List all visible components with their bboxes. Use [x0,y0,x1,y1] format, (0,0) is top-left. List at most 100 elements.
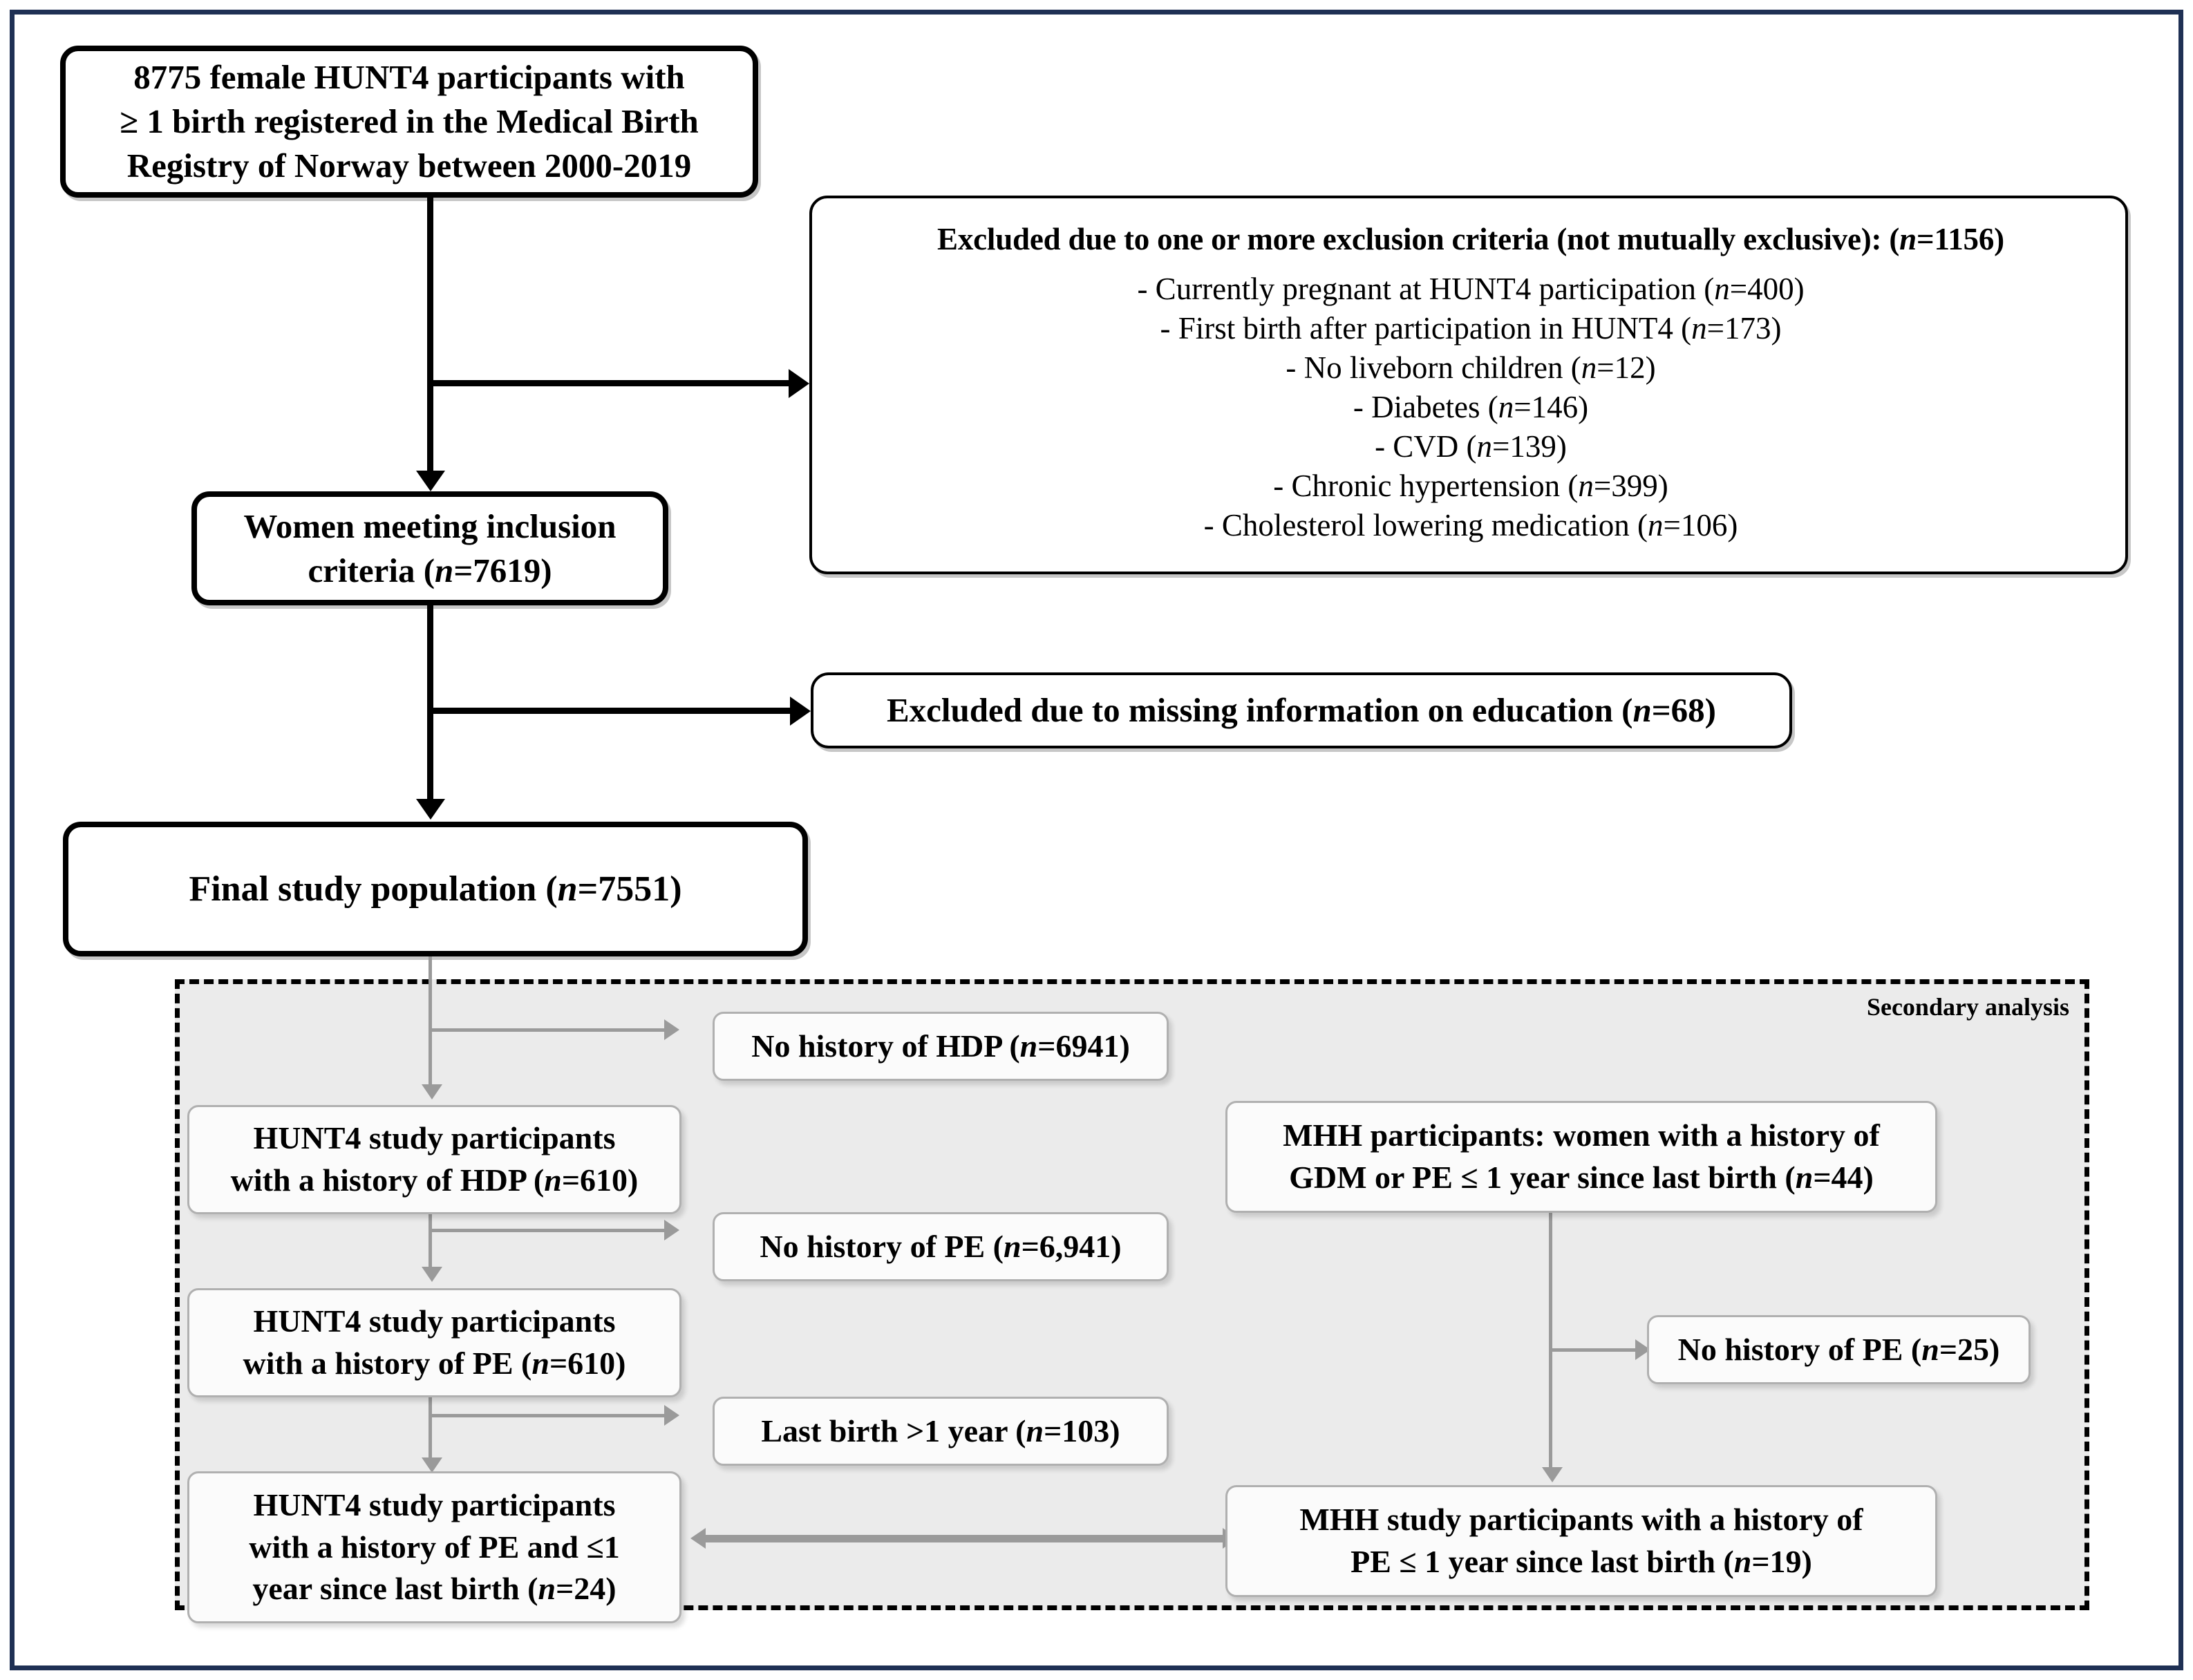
source-population-line-3: Registry of Norway between 2000-2019 [126,146,692,185]
exclusion-item-0-value: =400) [1729,271,1805,306]
final-population-pre: Final study population ( [189,869,558,909]
last-birth-pre: Last birth >1 year ( [761,1413,1026,1448]
arrowhead-to-no-pe-hunt4 [664,1220,679,1240]
hunt4-pe-line-2-n: n [531,1346,549,1381]
no-history-pe-hunt4-text: No history of PE (n=6,941) [760,1226,1121,1268]
inclusion-line-2-n: n [435,551,454,589]
exclusion-item-4-value: =139) [1492,429,1567,464]
exclusion-item-3-label: - Diabetes ( [1353,389,1498,424]
node-hunt4-history-hdp: HUNT4 study participants with a history … [187,1105,681,1214]
node-last-birth-over-1-year: Last birth >1 year (n=103) [713,1397,1169,1466]
exclusion-title: Excluded due to one or more exclusion cr… [840,219,2102,260]
node-no-history-pe-mhh: No history of PE (n=25) [1647,1315,2031,1384]
inclusion-line-1: Women meeting inclusion [243,507,617,545]
node-mhh-participants: MHH participants: women with a history o… [1225,1101,1937,1213]
node-hunt4-pe-within-1-year: HUNT4 study participants with a history … [187,1471,681,1623]
hunt4-hdp-line-2-pre: with a history of HDP ( [230,1162,545,1198]
secondary-analysis-label: Secondary analysis [1866,993,2069,1021]
node-hunt4-history-pe: HUNT4 study participants with a history … [187,1288,681,1397]
mhh-study-line-2: PE ≤ 1 year since last birth (n=19) [1299,1541,1863,1583]
arrowhead-to-hunt4-pe [422,1267,442,1282]
node-education-excluded: Excluded due to missing information on e… [811,672,1792,748]
exclusion-item-2: - No liveborn children (n=12) [840,348,2102,388]
hunt4-hdp-line-2-post: =610) [561,1162,639,1198]
connector-comparison-bidirectional [706,1535,1224,1542]
no-history-pe-mhh-post: =25) [1939,1331,2000,1367]
source-population-line-1: 8775 female HUNT4 participants with [133,58,685,97]
arrowhead-to-no-pe-mhh [1635,1339,1650,1360]
no-history-pe-hunt4-pre: No history of PE ( [760,1228,1004,1264]
connector-to-exclusion [427,380,792,386]
inclusion-line-2-pre: criteria ( [308,551,435,589]
hunt4-pe-line-2-pre: with a history of PE ( [243,1346,532,1381]
exclusion-item-6-n: n [1647,508,1664,543]
connector-mhh-trunk [1549,1202,1552,1471]
arrowhead-to-last-birth [664,1405,679,1426]
exclusion-title-n-italic: n [1899,222,1917,256]
no-history-pe-mhh-n: n [1921,1331,1939,1367]
mhh-study-line-2-n: n [1733,1544,1752,1579]
mhh-study-line-1: MHH study participants with a history of [1299,1502,1863,1538]
connector-final-to-hdp-trunk [429,956,432,1091]
no-history-hdp-text: No history of HDP (n=6941) [751,1026,1130,1068]
connector-to-education [427,708,793,714]
exclusion-item-3-value: =146) [1514,389,1589,424]
node-mhh-study-pe-within-1-year: MHH study participants with a history of… [1225,1485,1937,1597]
arrowhead-to-inclusion [416,471,445,491]
arrowhead-to-exclusion [789,369,809,398]
hunt4-pe-line-1: HUNT4 study participants [253,1303,616,1339]
arrowhead-to-final [416,799,445,820]
exclusion-item-6-value: =106) [1663,508,1738,543]
exclusion-item-2-value: =12) [1597,350,1656,385]
exclusion-item-3: - Diabetes (n=146) [840,388,2102,427]
connector-to-no-pe-mhh [1549,1348,1639,1352]
final-population-text: Final study population (n=7551) [189,866,681,913]
mhh-study-line-2-post: =19) [1751,1544,1812,1579]
hunt4-pe-1y-line-1: HUNT4 study participants [253,1486,616,1522]
mhh-participants-line-2-pre: GDM or PE ≤ 1 year since last birth ( [1289,1160,1796,1195]
hunt4-hdp-line-1: HUNT4 study participants [253,1120,616,1156]
education-excluded-n: n [1632,691,1652,730]
exclusion-item-0-label: - Currently pregnant at HUNT4 participat… [1137,271,1715,306]
exclusion-item-5-label: - Chronic hypertension ( [1273,469,1579,504]
last-birth-n: n [1026,1413,1044,1448]
hunt4-pe-1y-line-3: year since last birth (n=24) [249,1568,619,1610]
exclusion-item-1: - First birth after participation in HUN… [840,309,2102,348]
exclusion-item-0-n: n [1714,271,1730,306]
hunt4-pe-line-2: with a history of PE (n=610) [243,1343,626,1385]
node-exclusion-criteria: Excluded due to one or more exclusion cr… [809,196,2128,574]
mhh-participants-line-2: GDM or PE ≤ 1 year since last birth (n=4… [1283,1157,1880,1199]
exclusion-item-2-n: n [1581,350,1597,385]
no-history-pe-mhh-text: No history of PE (n=25) [1678,1329,2000,1371]
last-birth-post: =103) [1044,1413,1120,1448]
exclusion-item-1-label: - First birth after participation in HUN… [1160,310,1692,346]
hunt4-hdp-line-2: with a history of HDP (n=610) [231,1160,639,1202]
exclusion-item-4-label: - CVD ( [1375,429,1477,464]
mhh-participants-line-2-n: n [1795,1160,1814,1195]
connector-to-no-hdp [429,1028,667,1032]
hunt4-pe-1y-line-3-post: =24) [556,1571,617,1607]
final-population-post: =7551) [577,869,682,909]
mhh-study-line-2-pre: PE ≤ 1 year since last birth ( [1350,1544,1734,1579]
node-no-history-hdp: No history of HDP (n=6941) [713,1012,1169,1081]
connector-inclusion-trunk [427,605,433,802]
hunt4-pe-1y-line-3-pre: year since last birth ( [252,1571,538,1607]
exclusion-item-5-value: =399) [1593,469,1668,504]
exclusion-item-5-n: n [1578,469,1594,504]
no-history-hdp-post: =6941) [1037,1028,1130,1064]
exclusion-item-0: - Currently pregnant at HUNT4 participat… [840,270,2102,309]
arrowhead-to-no-hdp [664,1019,679,1040]
final-population-n: n [557,869,578,909]
education-excluded-text: Excluded due to missing information on e… [887,688,1716,733]
exclusion-item-5: - Chronic hypertension (n=399) [840,466,2102,506]
no-history-pe-hunt4-n: n [1004,1228,1022,1264]
last-birth-text: Last birth >1 year (n=103) [761,1410,1120,1453]
mhh-participants-line-2-post: =44) [1813,1160,1874,1195]
hunt4-pe-line-2-post: =610) [549,1346,626,1381]
inclusion-line-2: criteria (n=7619) [243,549,616,593]
connector-to-no-pe-hunt4 [429,1229,667,1232]
hunt4-pe-1y-line-2: with a history of PE and ≤1 [249,1529,620,1565]
education-excluded-post: =68) [1651,691,1716,730]
node-source-population: 8775 female HUNT4 participants with ≥ 1 … [60,46,758,198]
